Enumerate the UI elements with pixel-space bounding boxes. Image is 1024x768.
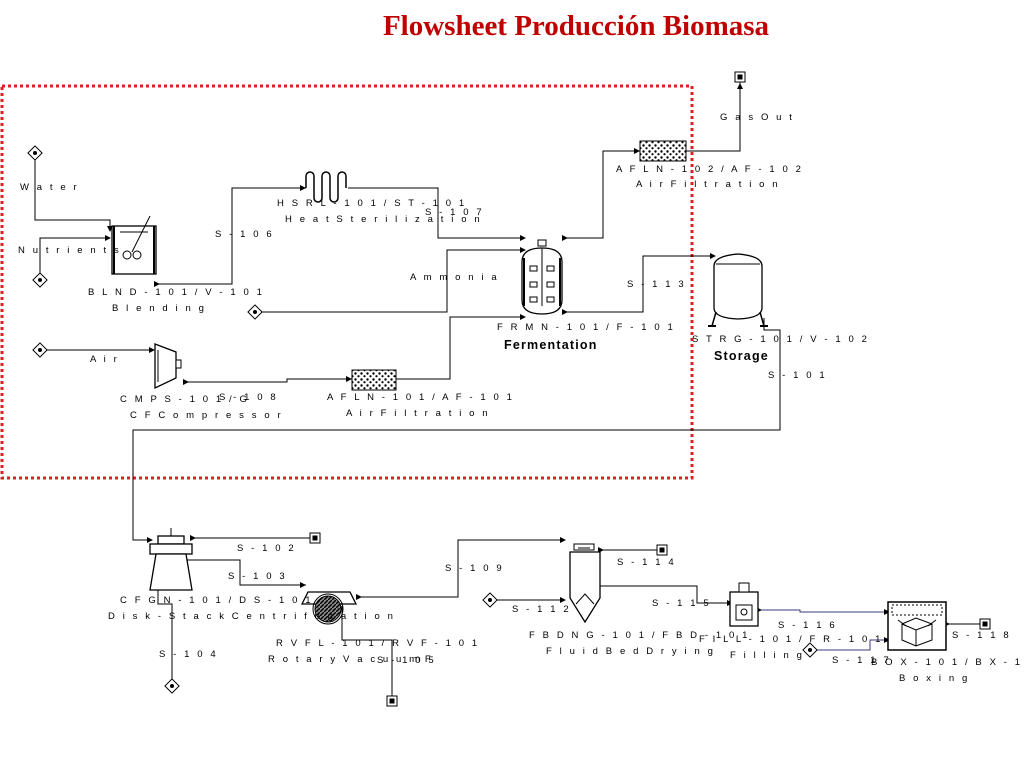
s103-label: S - 1 0 3 [228,571,287,582]
boxing-machine-icon[interactable] [887,601,947,651]
centrifugation-name: D i s k - S t a c k C e n t r i f u g a … [108,611,395,622]
page-title: Flowsheet Producción Biomasa [383,10,770,42]
s109-label: S - 1 0 9 [445,563,504,574]
s112-source-icon[interactable] [482,592,498,608]
s102-sink-icon[interactable] [309,532,321,544]
compressor-name: C F C o m p r e s s o r [130,410,283,421]
storage-tank-icon[interactable] [708,253,768,327]
compressor-tag: C M P S - 1 0 1 / G [120,394,249,405]
blending-name: B l e n d i n g [112,303,206,314]
air-filter-2-icon[interactable] [639,140,687,162]
rotary-vacuum-name-tail: n [415,654,423,665]
boxing-name: B o x i n g [899,673,970,684]
s105-sink-icon[interactable] [386,695,398,707]
air-filtration-1-name: A i r F i l t r a t i o n [346,408,490,419]
s114-sink-icon[interactable] [656,544,668,556]
storage-tag: S T R G - 1 0 1 / V - 1 0 2 [692,334,870,345]
heat-sterilization-tag: H S R L - 1 0 1 / S T - 1 0 1 [277,198,467,209]
air-label: A i r [90,354,119,365]
s107-label: S - 1 0 7 [425,207,484,218]
s118-sink-icon[interactable] [979,618,991,630]
storage-name: Storage [714,349,769,363]
filling-name: F i l l i n g [730,650,804,661]
rotary-vacuum-filter-icon[interactable] [300,591,358,625]
rotary-vacuum-name: R o t a r y V a c u u m F [268,654,433,665]
s104-source-icon[interactable] [164,678,180,694]
s118-label: S - 1 1 8 [952,630,1011,641]
ammonia-source-icon[interactable] [247,304,263,320]
blending-tank-icon[interactable] [111,215,157,275]
s104-label: S - 1 0 4 [159,649,218,660]
heat-sterilizer-icon[interactable] [305,171,347,203]
compressor-icon[interactable] [154,343,182,390]
s116-label: S - 1 1 6 [778,620,837,631]
gas-out-sink-icon[interactable] [734,71,746,83]
fluid-bed-drying-tag: F B D N G - 1 0 1 / F B D - 1 0 1 [529,630,750,641]
s102-label: S - 1 0 2 [237,543,296,554]
fermentation-name: Fermentation [504,338,598,352]
s117-source-icon[interactable] [802,642,818,658]
air-filtration-2-tag: A F L N - 1 0 2 / A F - 1 0 2 [616,164,804,175]
s113-label: S - 1 1 3 [627,279,686,290]
s101-label: S - 1 0 1 [768,370,827,381]
stream-lines [34,82,985,698]
s112-label: S - 1 1 2 [512,604,571,615]
centrifuge-icon[interactable] [149,528,193,591]
ammonia-label: A m m o n i a [410,272,499,283]
fluid-bed-drying-name: F l u i d B e d D r y i n g [546,646,715,657]
s106-label: S - 1 0 6 [215,229,274,240]
air-filter-1-icon[interactable] [351,369,397,391]
centrifugation-tag: C F G N - 1 0 1 / D S - 1 0 1 [120,595,313,606]
rotary-vacuum-tag: R V F L - 1 0 1 / R V F - 1 0 1 [276,638,480,649]
filling-tag: F I L L - 1 0 1 / F R - 1 0 1 [699,634,883,645]
s108-label: S - 1 0 8 [219,392,278,403]
air-filtration-1-tag: A F L N - 1 0 1 / A F - 1 0 1 [327,392,515,403]
s105-label: S - 1 0 5 [377,655,436,666]
air-source-icon[interactable] [32,342,48,358]
fermentation-tag: F R M N - 1 0 1 / F - 1 0 1 [497,322,675,333]
water-label: W a t e r [20,182,79,193]
nutrients-label: N u t r i e n t s [18,245,121,256]
boxing-tag: B O X - 1 0 1 / B X - 1 0 1 [871,657,1024,668]
gas-out-label: G a s O u t [720,112,795,123]
s117-label: S - 1 1 7 [832,655,891,666]
filling-machine-icon[interactable] [729,582,759,627]
stream-arrows [105,83,950,643]
s115-label: S - 1 1 5 [652,598,711,609]
heat-sterilization-name: H e a t S t e r i l i z a t i o n [285,214,482,225]
fermenter-icon[interactable] [521,239,563,315]
water-source-icon[interactable] [27,145,43,161]
nutrients-source-icon[interactable] [32,272,48,288]
fluid-bed-dryer-icon[interactable] [569,543,601,624]
s114-label: S - 1 1 4 [617,557,676,568]
blending-tag: B L N D - 1 0 1 / V - 1 0 1 [88,287,265,298]
air-filtration-2-name: A i r F i l t r a t i o n [636,179,780,190]
upstream-section-boundary [0,84,694,480]
